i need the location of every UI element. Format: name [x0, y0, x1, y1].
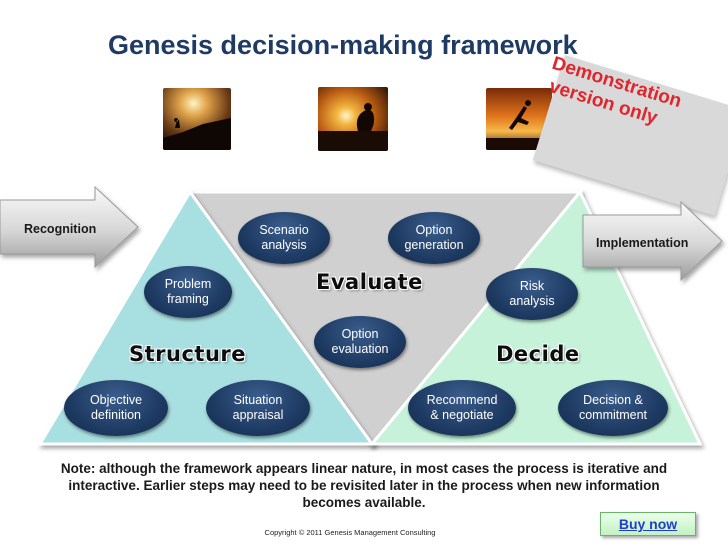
buy-now-button[interactable]: Buy now: [600, 512, 696, 536]
recommend-negotiate-node: Recommend & negotiate: [408, 380, 516, 436]
problem-framing-node: Problem framing: [144, 266, 232, 318]
crouching-figure-sunrise-photo: [318, 87, 388, 151]
option-generation-node: Option generation: [388, 212, 480, 264]
framework-note: Note: although the framework appears lin…: [60, 461, 668, 510]
decision-commitment-node: Decision & commitment: [558, 380, 668, 436]
objective-definition-node: Objective definition: [64, 380, 168, 436]
page-title: Genesis decision-making framework: [108, 30, 578, 60]
option-evaluation-node: Option evaluation: [314, 316, 406, 368]
decide-stage-label: Decide: [496, 342, 580, 366]
copyright-text: Copyright © 2011 Genesis Management Cons…: [264, 528, 436, 537]
recognition-arrow: [0, 185, 139, 269]
risk-analysis-node: Risk analysis: [486, 268, 578, 320]
implementation-label: Implementation: [596, 236, 689, 250]
implementation-arrow: [582, 200, 723, 282]
structure-stage-label: Structure: [129, 342, 247, 366]
evaluate-stage-label: Evaluate: [316, 270, 423, 294]
scenario-analysis-node: Scenario analysis: [238, 212, 330, 264]
hiker-silhouette-sunset-photo: [163, 88, 231, 150]
recognition-label: Recognition: [24, 222, 97, 236]
situation-appraisal-node: Situation appraisal: [206, 380, 310, 436]
